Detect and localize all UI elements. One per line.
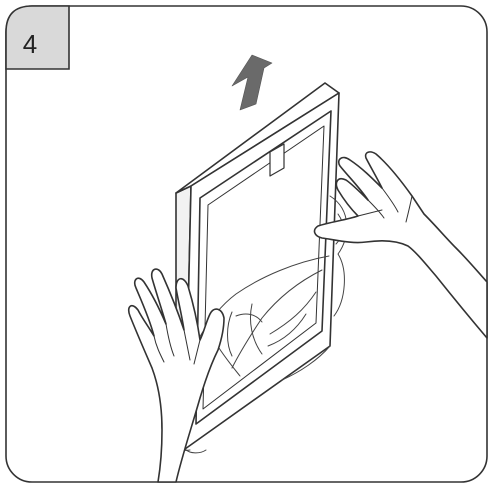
step-number: 4	[23, 29, 37, 59]
step-badge: 4	[6, 6, 69, 69]
